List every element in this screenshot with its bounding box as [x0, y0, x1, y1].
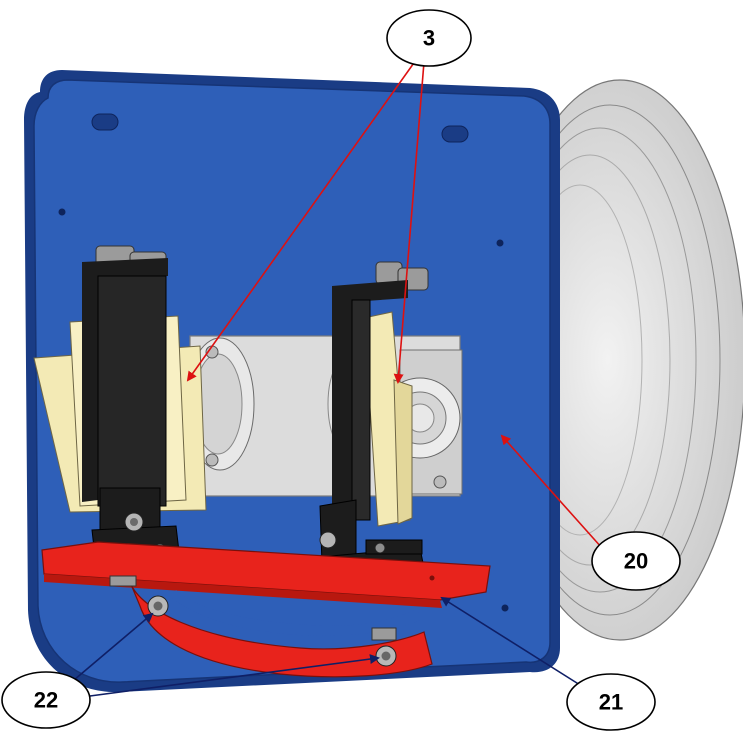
callout-20: 20: [591, 531, 681, 591]
callout-20-label: 20: [624, 549, 648, 574]
callout-3-label: 3: [423, 26, 435, 51]
leader-arrows: [73, 59, 603, 697]
callout-21-label: 21: [599, 690, 623, 715]
callout-22: 22: [1, 671, 91, 729]
arrow-22-left: [73, 612, 154, 681]
callout-3: 3: [386, 9, 472, 67]
cylinder-body: [185, 335, 463, 497]
arrow-21: [440, 596, 589, 691]
callout-21: 21: [566, 673, 656, 731]
left-bracket: [82, 245, 181, 567]
callout-22-label: 22: [34, 688, 58, 713]
arrow-20: [500, 434, 603, 549]
right-paper-sheets: [363, 311, 413, 527]
arrow-3-left: [186, 59, 417, 382]
arrow-3-right: [393, 61, 425, 384]
arrow-22-right: [89, 654, 380, 697]
red-base: [41, 541, 491, 678]
